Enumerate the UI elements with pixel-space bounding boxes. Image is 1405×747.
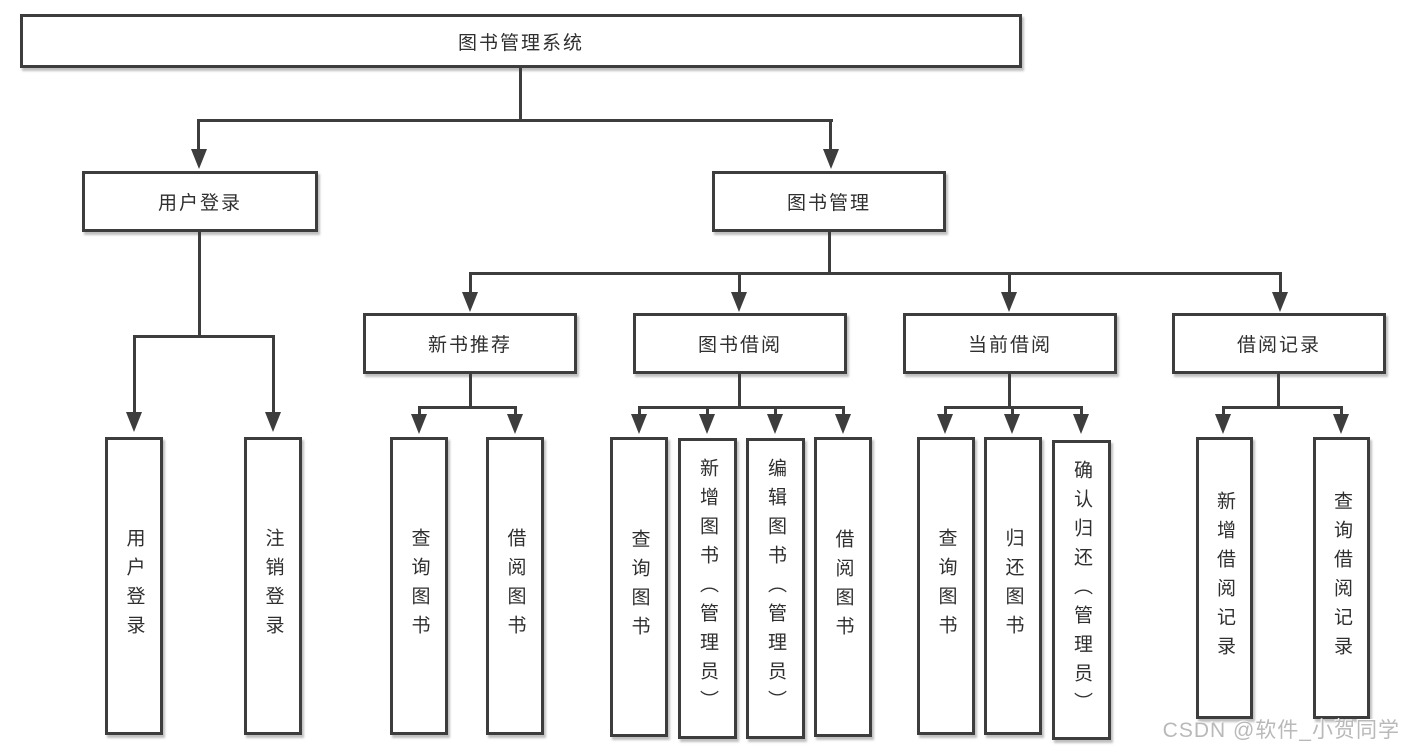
tree-edge: [706, 406, 709, 416]
tree-edge: [1277, 374, 1280, 406]
node-new-book-recommend-label: 新书推荐: [427, 335, 512, 356]
leaf-confirm-return-admin: 确认归还（管理员）: [1052, 440, 1111, 740]
leaf-add-borrow-record: 新增借阅记录: [1196, 437, 1253, 719]
tree-edge: [514, 406, 517, 416]
arrowhead-icon: [1073, 414, 1089, 434]
tree-edge: [944, 406, 947, 416]
arrowhead-icon: [1333, 414, 1349, 434]
arrowhead-icon: [1215, 414, 1231, 434]
tree-edge: [774, 406, 777, 416]
leaf-add-borrow-record-label: 新增借阅记录: [1214, 491, 1235, 665]
arrowhead-icon: [823, 149, 839, 169]
leaf-query-borrow-record: 查询借阅记录: [1313, 437, 1370, 719]
node-library-system-label: 图书管理系统: [457, 32, 584, 54]
tree-edge: [638, 406, 845, 409]
node-book-management-label: 图书管理: [786, 193, 871, 214]
tree-edge: [198, 232, 201, 335]
leaf-user-login: 用户登录: [105, 437, 163, 735]
tree-edge: [197, 119, 200, 151]
tree-edge: [1222, 406, 1225, 416]
leaf-add-book-admin-label: 新增图书（管理员）: [697, 458, 718, 719]
tree-edge: [1222, 406, 1343, 409]
leaf-user-login-label: 用户登录: [123, 528, 145, 644]
leaf-confirm-return-admin-label: 确认归还（管理员）: [1071, 459, 1092, 721]
tree-edge: [1011, 406, 1014, 416]
leaf-edit-book-admin: 编辑图书（管理员）: [746, 438, 805, 739]
node-borrowing-records: 借阅记录: [1172, 313, 1386, 374]
arrowhead-icon: [1001, 292, 1017, 312]
leaf-borrow-books-borrowing-label: 借阅图书: [832, 529, 854, 645]
leaf-return-book: 归还图书: [984, 437, 1042, 735]
tree-edge: [1080, 406, 1083, 416]
leaf-query-books-current-label: 查询图书: [935, 528, 957, 644]
arrowhead-icon: [699, 414, 715, 434]
arrowhead-icon: [411, 414, 427, 434]
leaf-query-books-recommend-label: 查询图书: [408, 528, 430, 644]
arrowhead-icon: [191, 149, 207, 169]
tree-edge: [829, 119, 832, 151]
tree-edge: [272, 335, 275, 413]
csdn-watermark: CSDN @软件_小贺同学: [1162, 719, 1400, 742]
tree-edge: [133, 335, 136, 413]
node-borrowing-records-label: 借阅记录: [1236, 335, 1321, 356]
node-book-borrowing: 图书借阅: [633, 313, 847, 374]
tree-edge: [1279, 272, 1282, 293]
tree-edge: [197, 119, 833, 122]
node-user-login-label: 用户登录: [157, 193, 242, 214]
leaf-logout-label: 注销登录: [262, 528, 284, 644]
leaf-borrow-books-recommend: 借阅图书: [486, 437, 544, 735]
tree-edge: [133, 335, 275, 338]
leaf-add-book-admin: 新增图书（管理员）: [678, 438, 737, 739]
arrowhead-icon: [731, 292, 747, 312]
leaf-query-books-borrowing-label: 查询图书: [628, 529, 650, 645]
tree-edge: [1008, 374, 1011, 406]
arrowhead-icon: [126, 412, 142, 432]
tree-edge: [1008, 272, 1011, 293]
leaf-return-book-label: 归还图书: [1002, 528, 1024, 644]
tree-edge: [842, 406, 845, 416]
tree-edge: [738, 374, 741, 406]
arrowhead-icon: [265, 412, 281, 432]
node-book-borrowing-label: 图书借阅: [697, 335, 782, 356]
leaf-borrow-books-borrowing: 借阅图书: [814, 437, 872, 737]
leaf-query-books-recommend: 查询图书: [390, 437, 448, 735]
tree-edge: [828, 232, 831, 272]
tree-edge: [1340, 406, 1343, 416]
leaf-edit-book-admin-label: 编辑图书（管理员）: [765, 458, 786, 719]
tree-edge: [469, 272, 472, 293]
tree-edge: [469, 272, 1282, 275]
leaf-borrow-books-recommend-label: 借阅图书: [504, 528, 526, 644]
leaf-logout: 注销登录: [244, 437, 302, 735]
tree-edge: [519, 68, 522, 119]
arrowhead-icon: [631, 414, 647, 434]
tree-edge: [469, 374, 472, 406]
tree-edge: [638, 406, 641, 416]
node-library-system: 图书管理系统: [20, 14, 1022, 68]
tree-edge: [418, 406, 517, 409]
leaf-query-books-borrowing: 查询图书: [610, 437, 668, 737]
arrowhead-icon: [462, 292, 478, 312]
leaf-query-borrow-record-label: 查询借阅记录: [1331, 491, 1352, 665]
tree-edge: [738, 272, 741, 293]
node-new-book-recommend: 新书推荐: [363, 313, 577, 374]
node-current-borrowing: 当前借阅: [903, 313, 1117, 374]
arrowhead-icon: [835, 414, 851, 434]
tree-edge: [418, 406, 421, 416]
node-current-borrowing-label: 当前借阅: [967, 335, 1052, 356]
arrowhead-icon: [1004, 414, 1020, 434]
arrowhead-icon: [507, 414, 523, 434]
leaf-query-books-current: 查询图书: [917, 437, 975, 735]
node-user-login: 用户登录: [82, 171, 318, 232]
arrowhead-icon: [767, 414, 783, 434]
node-book-management: 图书管理: [712, 171, 946, 232]
arrowhead-icon: [937, 414, 953, 434]
arrowhead-icon: [1272, 292, 1288, 312]
